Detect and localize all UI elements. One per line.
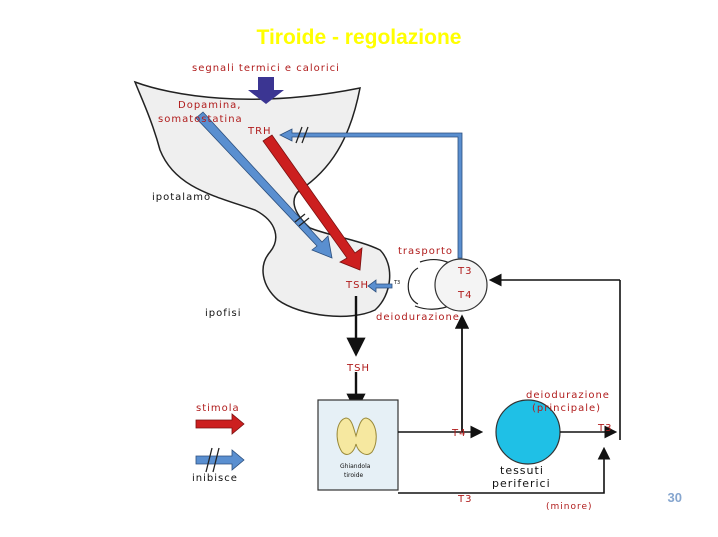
principal-label: (principale) [532, 403, 601, 414]
signals-label: segnali termici e calorici [192, 63, 340, 74]
t3-right-label: T3 [597, 423, 612, 434]
tsh-inner-label: TSH [345, 280, 369, 291]
signal-arrow [248, 77, 284, 104]
deiodination-label: deiodurazione [376, 312, 460, 323]
page-number: 30 [667, 490, 682, 505]
deiodination-main-label: deiodurazione [526, 390, 610, 401]
tissues-label-2: periferici [492, 477, 551, 490]
t3-feedback-arrow [279, 128, 463, 259]
tissues-label-1: tessuti [500, 464, 544, 477]
stimulates-label: stimola [196, 403, 240, 414]
legend-inhibit-arrow [195, 449, 245, 471]
t3-bottom-label: T3 [457, 494, 472, 505]
dopamine-label: Dopamina, [178, 100, 241, 111]
minor-label: (minore) [546, 502, 593, 512]
page-title: Tiroide - regolazione [256, 26, 462, 49]
t4-out-label: T4 [451, 428, 466, 439]
trh-stimulate-arrow [262, 134, 363, 271]
dopamine-inhibit-arrow [195, 111, 333, 259]
hypothalamus-pituitary-shape [133, 80, 391, 318]
circle-t3-label: T3 [457, 266, 472, 277]
trh-label: TRH [247, 126, 272, 137]
legend-stimulate-arrow [195, 413, 245, 435]
t3-t4-circle [434, 258, 488, 312]
thyroid-icon [336, 417, 377, 455]
t3-bottom-line [398, 446, 611, 494]
pituitary-label: ipofisi [205, 308, 242, 319]
hypothalamus-label: ipotalamo [152, 192, 211, 203]
somatostatin-label: somatostatina [158, 114, 243, 125]
gland-label-2: tiroide [344, 472, 364, 479]
circle-t4-label: T4 [457, 290, 472, 301]
gland-label-1: Ghiandola [340, 463, 371, 470]
transport-label: trasporto [398, 246, 453, 257]
inhibits-label: inibisce [192, 473, 238, 484]
t3-local-inhibit-arrow [367, 279, 393, 293]
t3-small-label: T3 [393, 280, 400, 286]
tsh-out-label: TSH [346, 363, 370, 374]
